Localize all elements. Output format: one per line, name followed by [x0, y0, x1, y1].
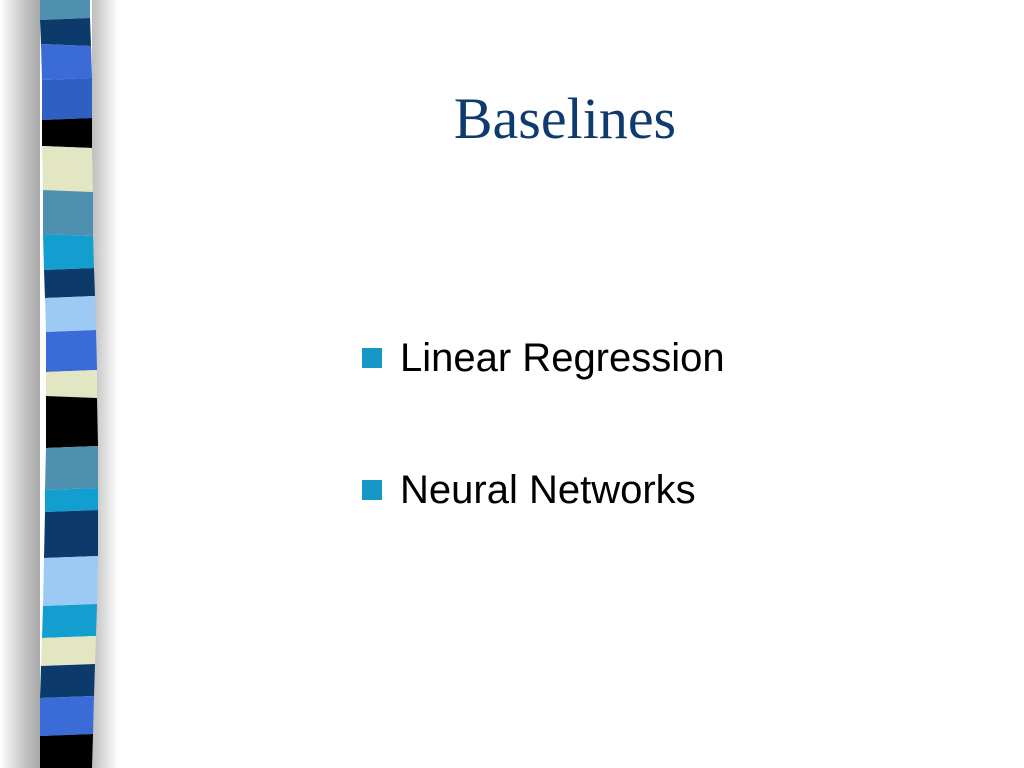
slide-title: Baselines: [453, 86, 677, 151]
bullet-text: Linear Regression: [400, 336, 725, 380]
bullet-list: Linear Regression Neural Networks: [362, 330, 725, 594]
list-item: Neural Networks: [362, 462, 725, 518]
square-bullet-icon: [362, 348, 382, 368]
square-bullet-icon: [362, 480, 382, 500]
striped-border-decoration-icon: [0, 0, 118, 768]
list-item: Linear Regression: [362, 330, 725, 386]
bullet-text: Neural Networks: [400, 468, 696, 512]
